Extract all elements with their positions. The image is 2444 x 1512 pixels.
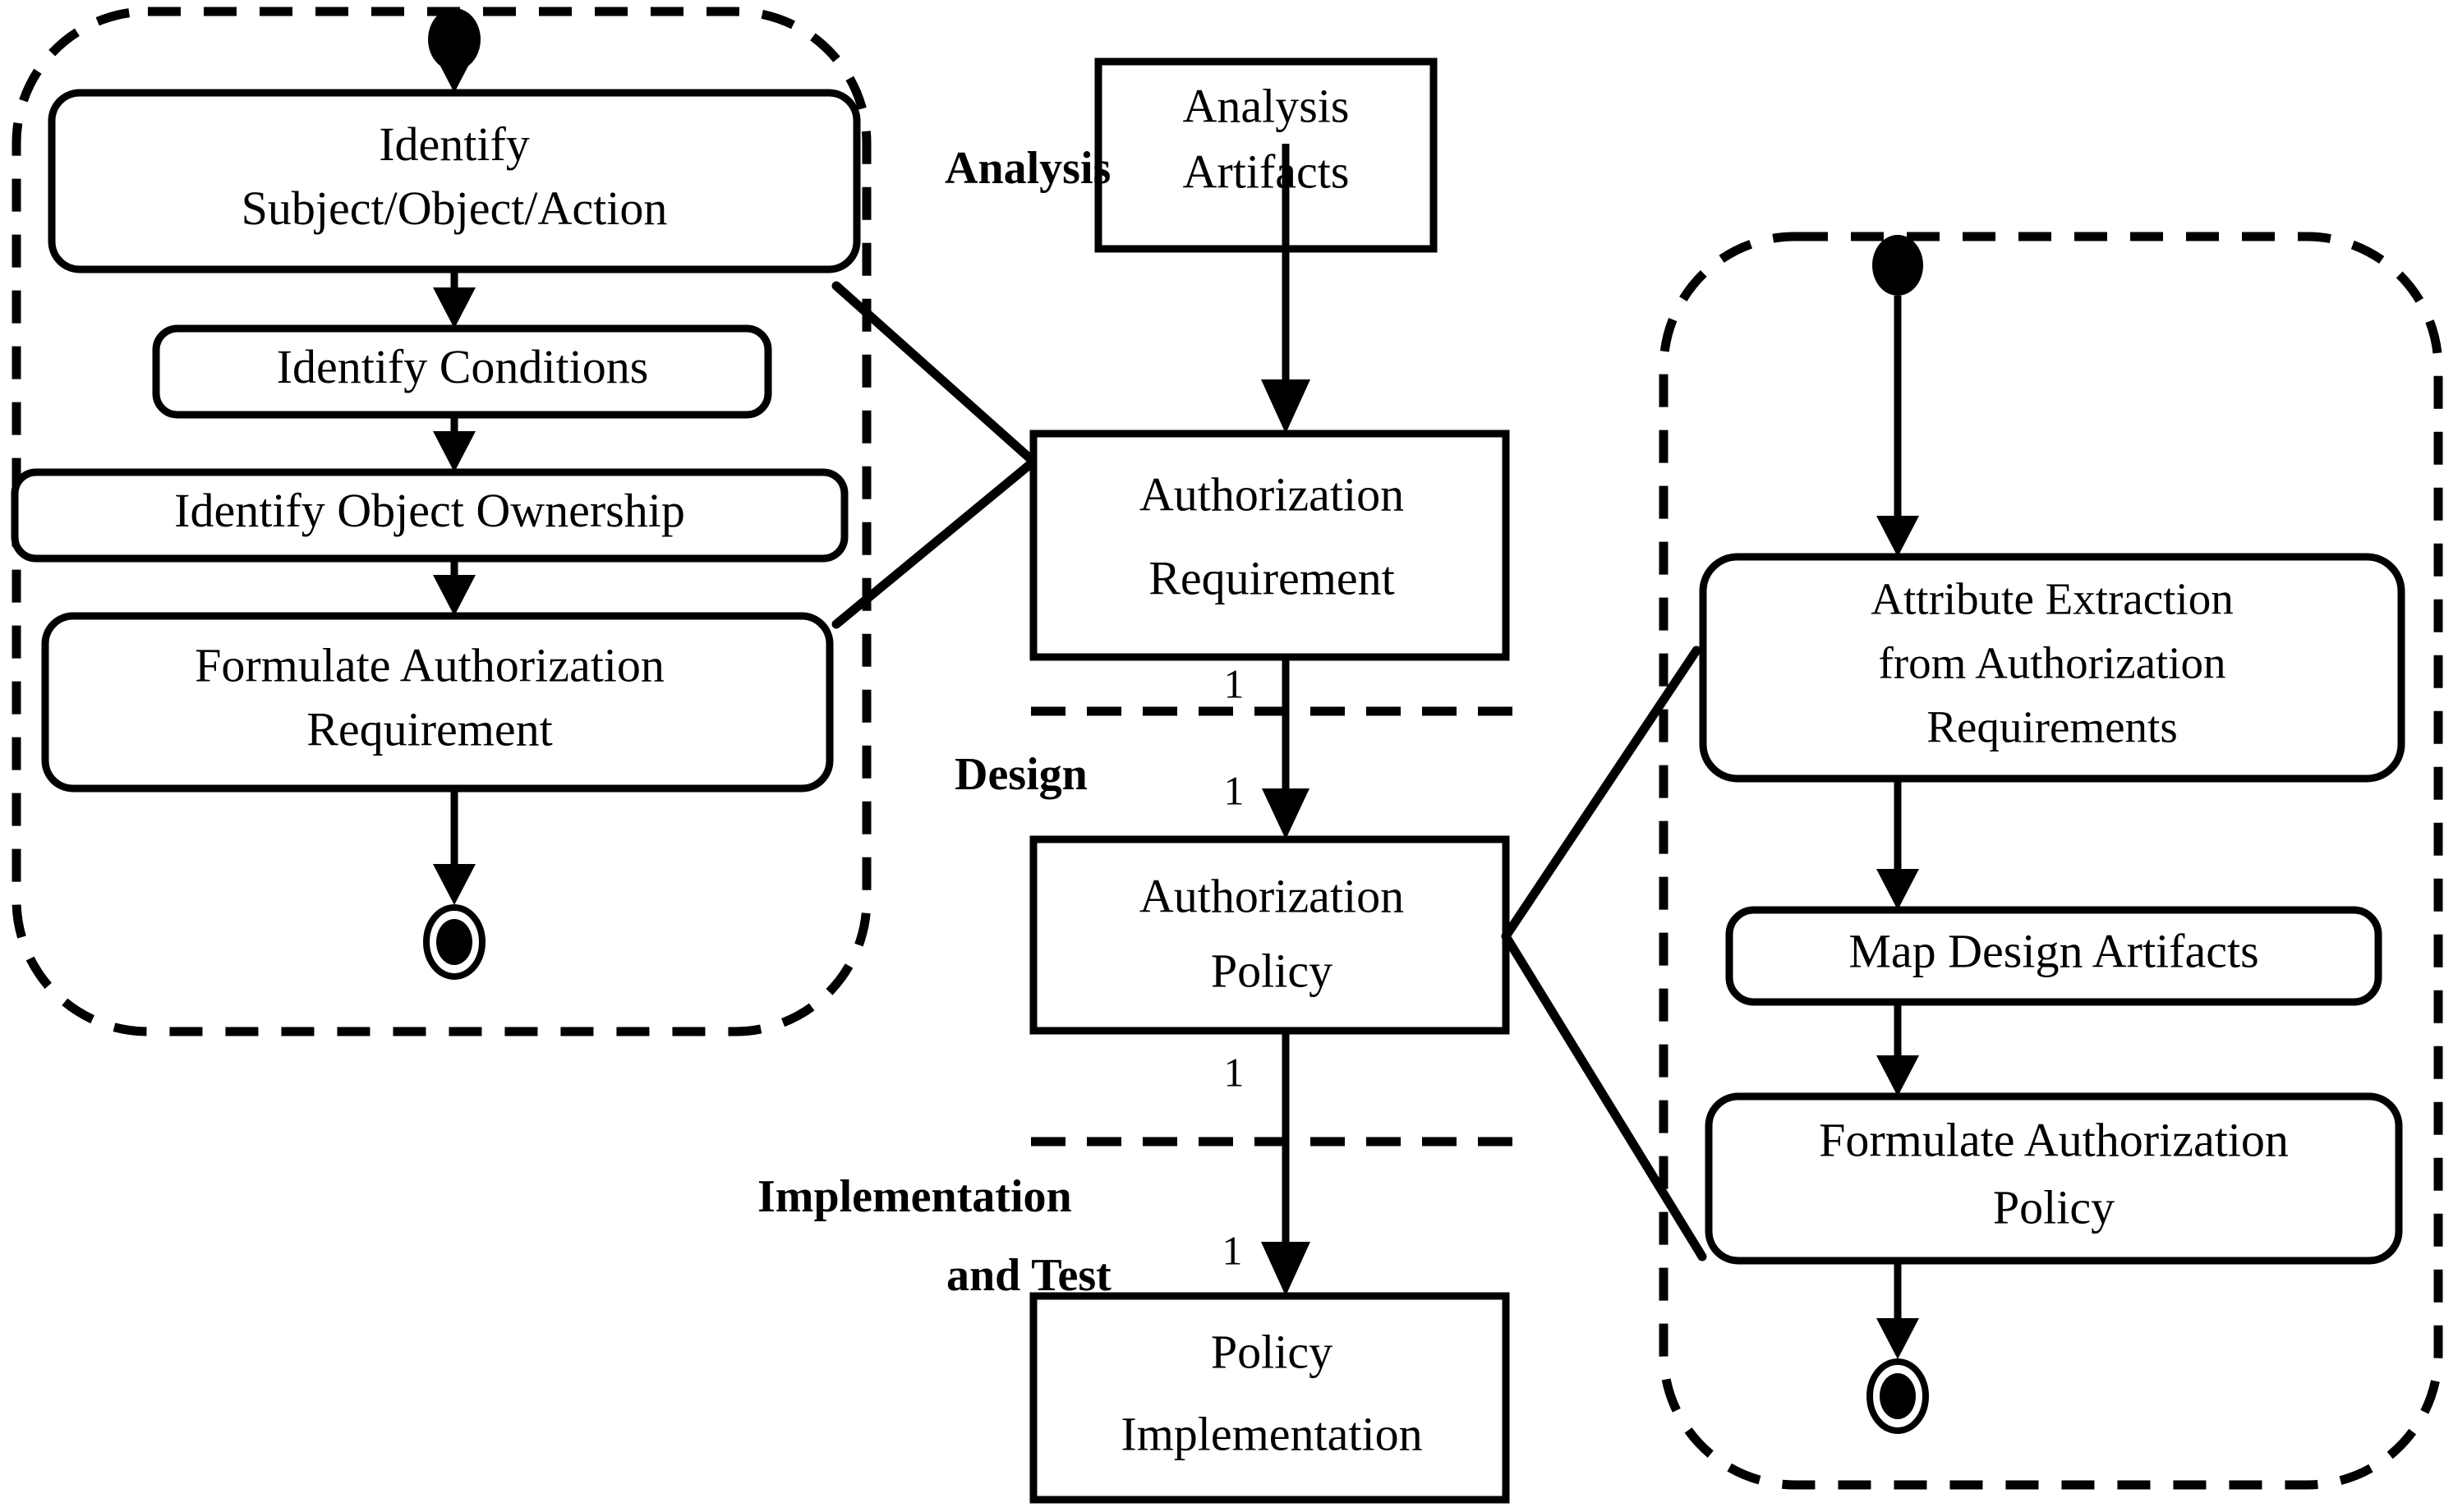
connector-left-lower bbox=[831, 457, 1038, 629]
activity-attribute-extraction[interactable] bbox=[1699, 553, 2405, 783]
arrowhead-map-to-formulate-policy bbox=[1876, 1055, 1919, 1096]
activity-formulate-authorization-policy-line2: Policy bbox=[1993, 1180, 2115, 1234]
artifact-analysis-artifacts-line2: Artifacts bbox=[1183, 145, 1350, 198]
multiplicity-policy-source: 1 bbox=[1224, 1049, 1245, 1095]
final-node-icon-left-core bbox=[436, 919, 472, 965]
arrowhead-artifacts-to-requirement bbox=[1261, 379, 1310, 434]
arrowhead-formulate-policy-to-final bbox=[1876, 1318, 1919, 1359]
initial-node-icon-right bbox=[1872, 235, 1923, 296]
artifact-analysis-artifacts-line1: Analysis bbox=[1183, 79, 1350, 132]
arrowhead-attribute-extraction-to-map bbox=[1876, 869, 1919, 910]
activity-attribute-extraction-line2: from Authorization bbox=[1878, 638, 2225, 688]
design-activity-swimlane-border bbox=[1659, 232, 2443, 1490]
activity-identify-subject-object-action-line1: Identify bbox=[379, 117, 530, 171]
arrowhead-activity-4-to-final bbox=[433, 864, 476, 905]
artifact-policy-implementation-line1: Policy bbox=[1211, 1325, 1332, 1378]
artifact-authorization-policy-line1: Authorization bbox=[1139, 869, 1404, 922]
activity-map-design-artifacts[interactable] bbox=[1725, 906, 2382, 1006]
arrowhead-activity-3-to-4 bbox=[433, 575, 476, 616]
activity-formulate-authorization-policy-line1: Formulate Authorization bbox=[1819, 1113, 2289, 1166]
activity-identify-subject-object-action-line2: Subject/Object/Action bbox=[242, 182, 668, 235]
connector-right-upper bbox=[1501, 646, 1701, 941]
artifact-policy-implementation-line2: Implementation bbox=[1121, 1407, 1422, 1460]
phase-label-design: Design bbox=[955, 749, 1088, 800]
activity-formulate-authorization-requirement-line1: Formulate Authorization bbox=[195, 638, 665, 692]
multiplicity-requirement-source: 1 bbox=[1224, 660, 1245, 706]
activity-formulate-authorization-policy[interactable] bbox=[1705, 1092, 2403, 1265]
activity-identify-conditions-label: Identify Conditions bbox=[277, 340, 649, 393]
activity-identify-object-ownership[interactable] bbox=[11, 468, 849, 563]
phase-label-implementation-line1: Implementation bbox=[757, 1171, 1072, 1222]
artifact-authorization-policy[interactable] bbox=[1029, 835, 1510, 1035]
artifact-authorization-policy-line2: Policy bbox=[1211, 944, 1332, 997]
activity-map-design-artifacts-label: Map Design Artifacts bbox=[1848, 924, 2258, 977]
activity-formulate-authorization-requirement[interactable] bbox=[41, 612, 834, 793]
activity-attribute-extraction-line3: Requirements bbox=[1926, 702, 2177, 752]
artifact-authorization-requirement-line1: Authorization bbox=[1139, 467, 1404, 521]
multiplicity-policy-target: 1 bbox=[1224, 767, 1245, 813]
artifact-analysis-artifacts[interactable] bbox=[1094, 57, 1438, 253]
arrowhead-requirement-to-policy bbox=[1262, 788, 1309, 839]
arrowhead-activity-2-to-3 bbox=[433, 431, 476, 472]
connector-right-lower bbox=[1501, 931, 1707, 1262]
connector-left-upper bbox=[831, 281, 1038, 466]
arrowhead-policy-to-implementation bbox=[1261, 1242, 1310, 1296]
arrowhead-initial-to-attribute-extraction bbox=[1876, 516, 1919, 557]
final-node-icon-right-core bbox=[1880, 1373, 1916, 1419]
arrowhead-activity-1-to-2 bbox=[433, 287, 476, 329]
activity-formulate-authorization-requirement-line2: Requirement bbox=[306, 702, 553, 756]
artifact-authorization-requirement-line2: Requirement bbox=[1148, 551, 1395, 604]
activity-identify-object-ownership-label: Identify Object Ownership bbox=[174, 484, 685, 537]
artifact-authorization-requirement[interactable] bbox=[1029, 430, 1510, 661]
activity-identify-conditions[interactable] bbox=[152, 324, 772, 419]
arrowhead-initial-to-activity-1 bbox=[433, 52, 476, 93]
phase-label-analysis: Analysis bbox=[945, 143, 1111, 194]
artifact-policy-implementation[interactable] bbox=[1029, 1292, 1510, 1504]
multiplicity-implementation-target: 1 bbox=[1222, 1227, 1243, 1273]
activity-attribute-extraction-line1: Attribute Extraction bbox=[1871, 574, 2233, 624]
